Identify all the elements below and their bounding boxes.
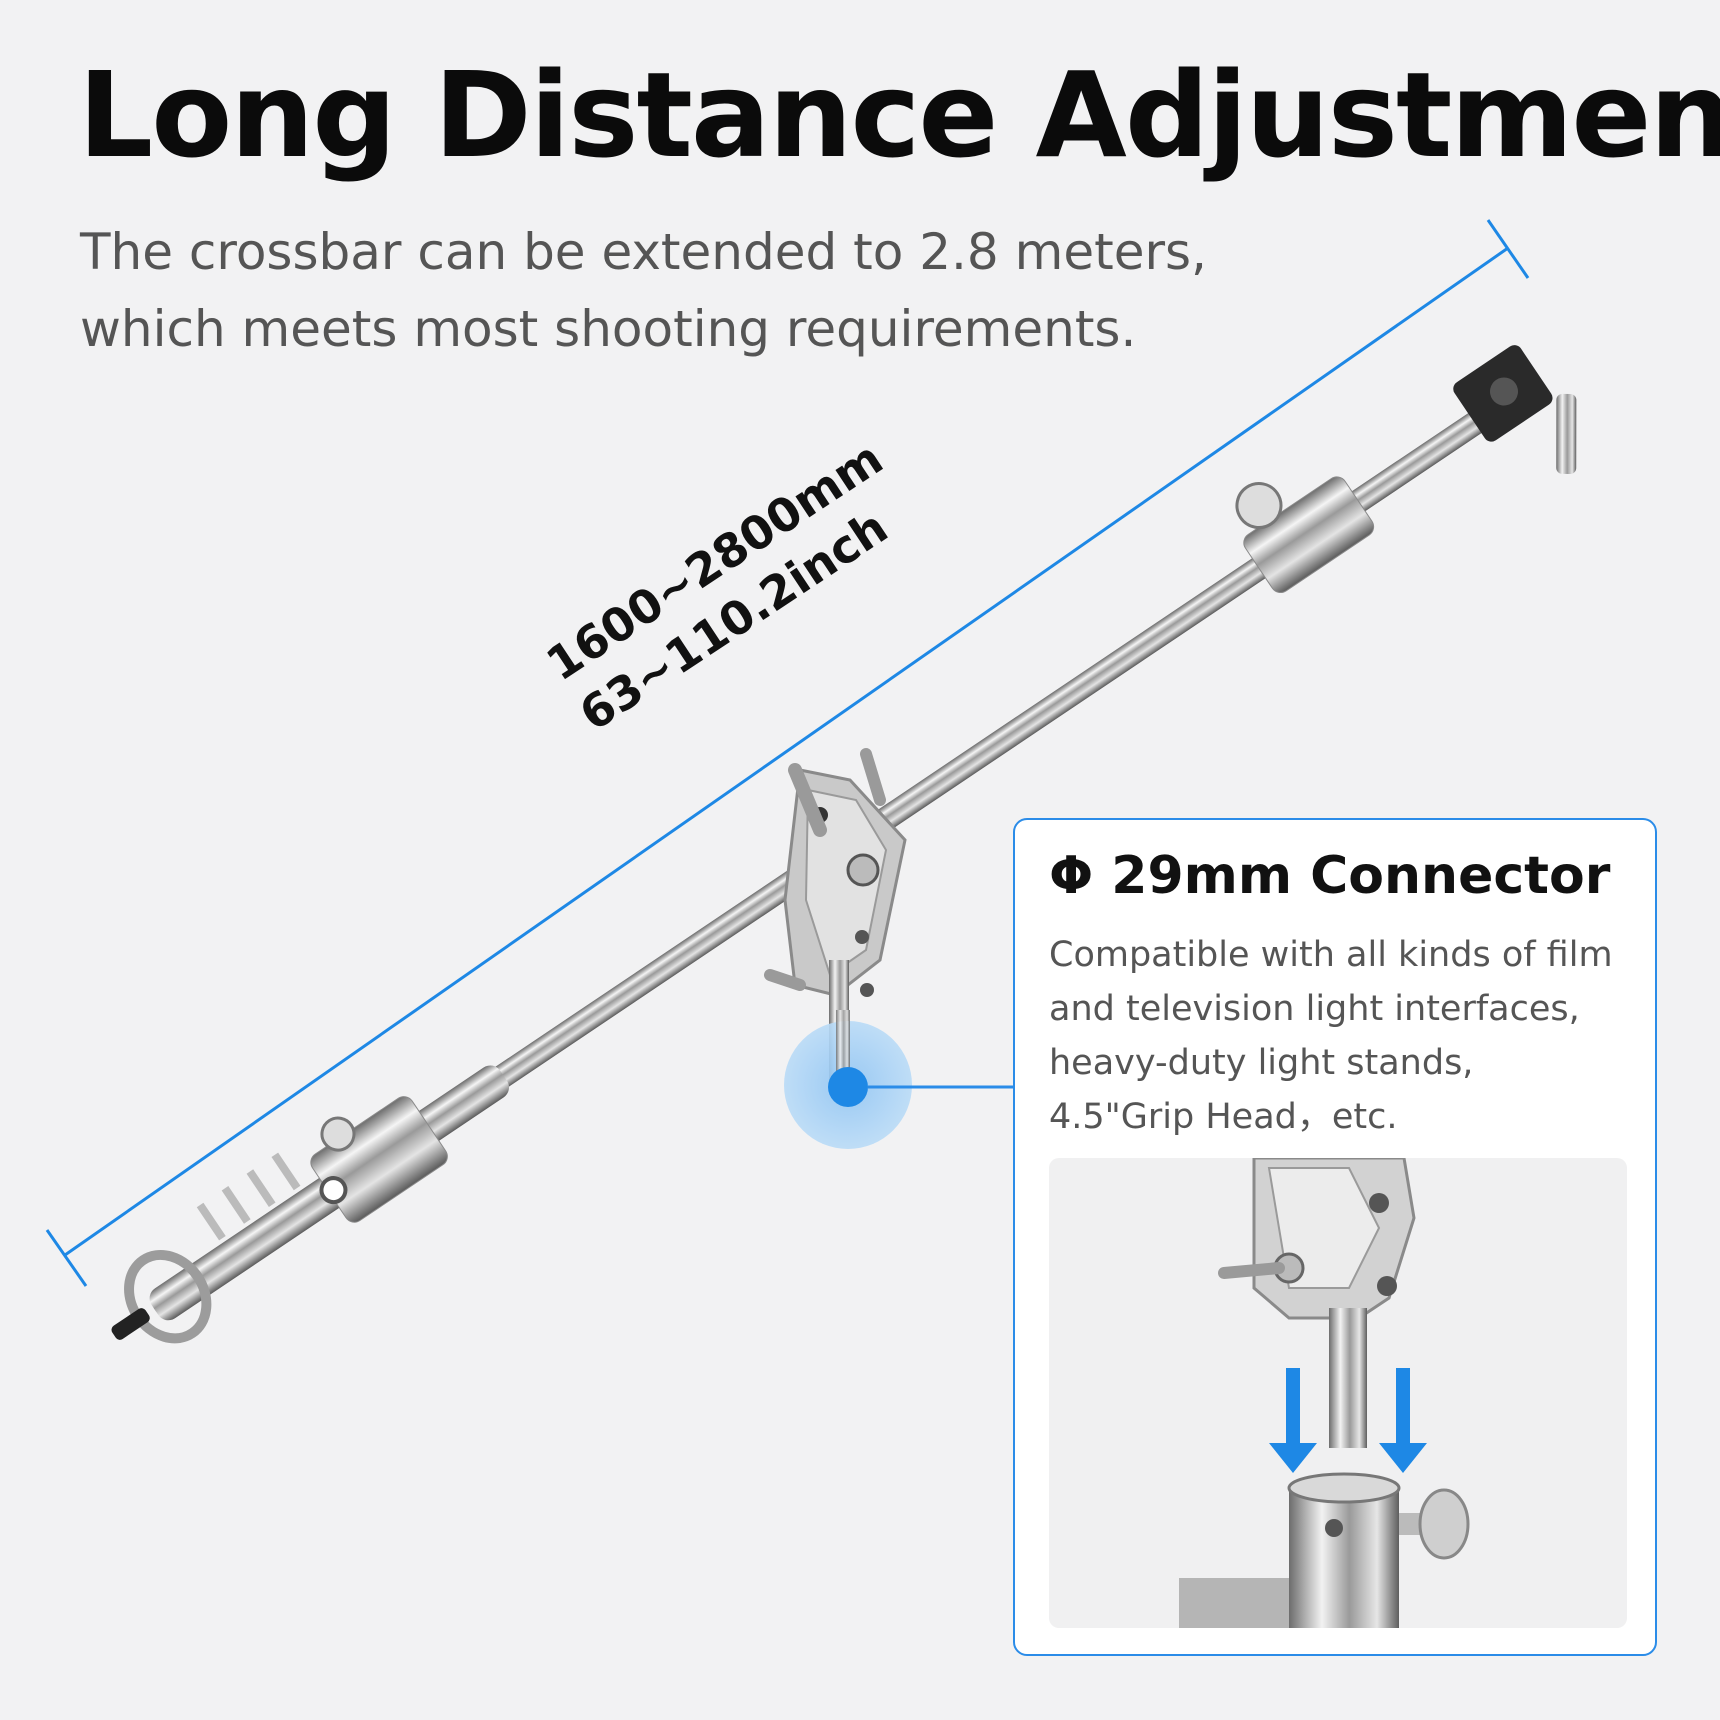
subtitle-line: The crossbar can be extended to 2.8 mete… — [80, 223, 1207, 281]
connector-detail-drawing — [1179, 1158, 1470, 1628]
connector-highlight — [784, 1010, 1013, 1149]
subtitle: The crossbar can be extended to 2.8 mete… — [80, 214, 1280, 368]
down-arrow-icon — [1379, 1368, 1427, 1473]
connector-detail-photo — [1049, 1158, 1627, 1628]
page-title: Long Distance Adjustment — [78, 46, 1720, 184]
connector-title: Φ 29mm Connector — [1049, 846, 1611, 906]
connector-info-card: Φ 29mm Connector Compatible with all kin… — [1013, 818, 1657, 1656]
description-line: heavy-duty light stands, — [1049, 1043, 1474, 1083]
description-line: Compatible with all kinds of film — [1049, 935, 1613, 975]
description-line: 4.5"Grip Head，etc. — [1049, 1097, 1398, 1137]
swivel-hub — [764, 748, 907, 1090]
connector-description: Compatible with all kinds of film and te… — [1049, 928, 1649, 1144]
down-arrow-icon — [1269, 1368, 1317, 1473]
subtitle-line: which meets most shooting requirements. — [80, 300, 1137, 358]
description-line: and television light interfaces, — [1049, 989, 1580, 1029]
dimension-line — [45, 219, 1530, 1287]
